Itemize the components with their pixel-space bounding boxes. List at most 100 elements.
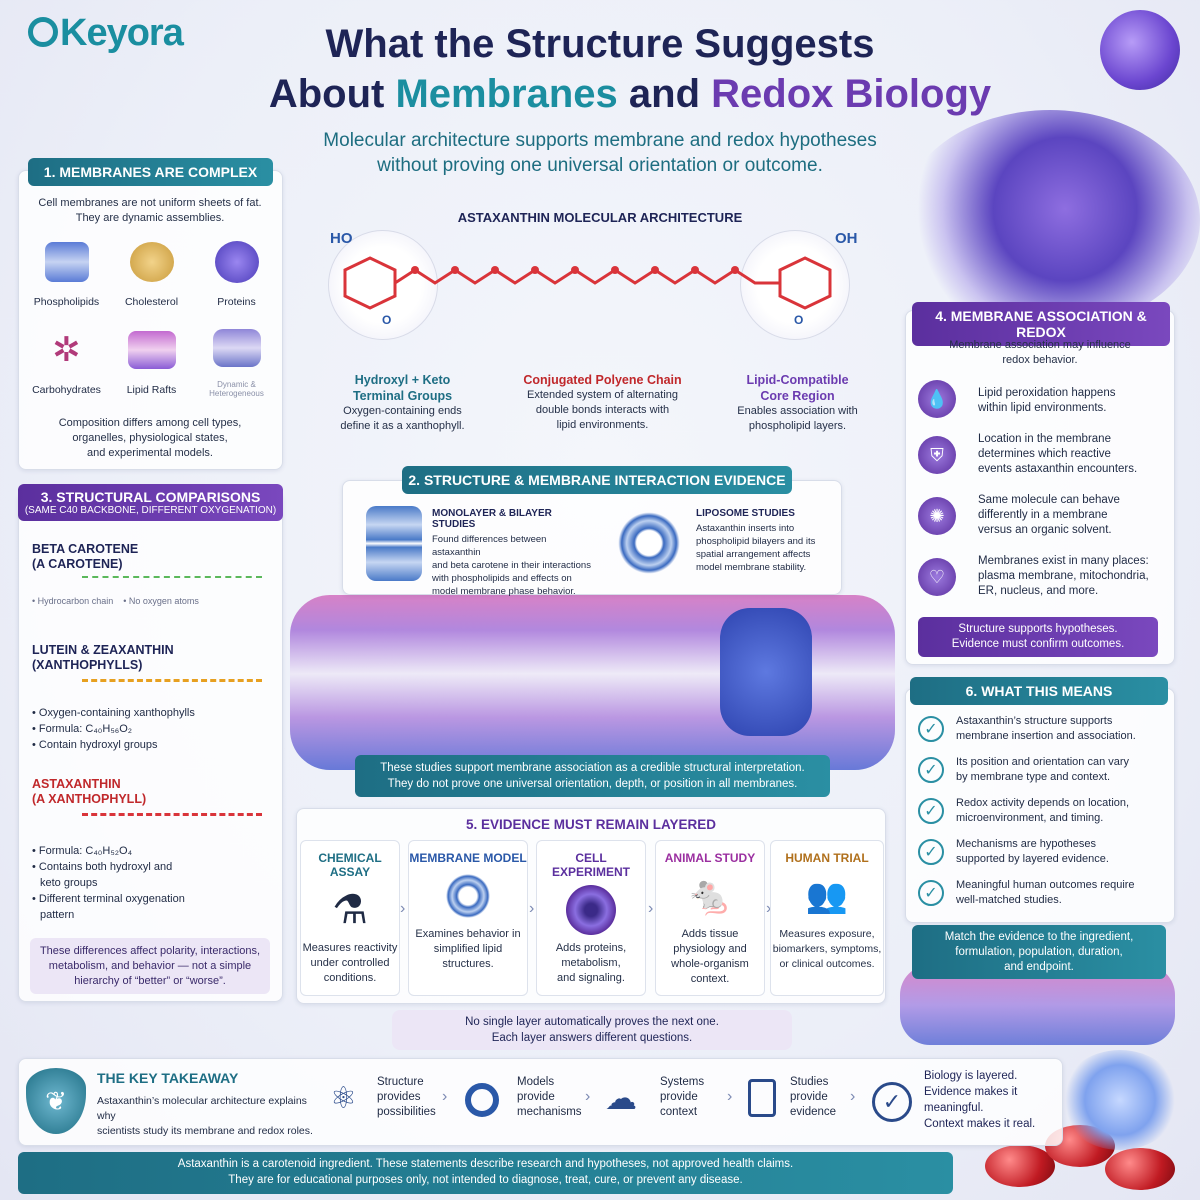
check-icon: ✓ bbox=[918, 757, 944, 783]
arrow-icon: › bbox=[529, 900, 535, 917]
takeaway-title: THE KEY TAKEAWAY bbox=[97, 1070, 239, 1086]
carbohydrates-icon: ✲ bbox=[52, 331, 81, 369]
lipid-rafts-tile: Lipid Rafts bbox=[109, 320, 194, 396]
check-icon: ✓ bbox=[918, 880, 944, 906]
arrow-icon: › bbox=[400, 900, 406, 917]
polyene-chain-diagram bbox=[343, 256, 832, 310]
section-5-footer: No single layer automatically proves the… bbox=[392, 1010, 792, 1050]
section-interaction-evidence bbox=[342, 480, 842, 595]
polyene-column: Conjugated Polyene Chain Extended system… bbox=[523, 373, 682, 431]
section-4-banner: Structure supports hypotheses.Evidence m… bbox=[918, 617, 1158, 657]
astaxanthin-structure: HO OH O O bbox=[300, 228, 880, 340]
section-1-footer: Composition differs among cell types,org… bbox=[58, 417, 242, 459]
arrow-icon: › bbox=[585, 1088, 591, 1105]
check-icon: ✓ bbox=[918, 798, 944, 824]
protein-cluster-illustration bbox=[900, 110, 1200, 330]
architecture-columns: Hydroxyl + Keto Terminal Groups Oxygen-c… bbox=[320, 372, 880, 442]
mouse-icon: 🐁 bbox=[686, 875, 734, 917]
cell-icon bbox=[566, 885, 616, 935]
keyora-logo[interactable]: Keyora bbox=[28, 12, 184, 55]
section-what-this-means bbox=[905, 688, 1175, 923]
lipid-core-column: Lipid-Compatible Core Region Enables ass… bbox=[737, 373, 858, 432]
dynamic-membrane-icon bbox=[212, 329, 261, 367]
liposome-studies: LIPOSOME STUDIES Astaxanthin inserts int… bbox=[696, 508, 816, 573]
cholesterol-tile: Cholesterol bbox=[109, 232, 194, 308]
shield-check-illustration bbox=[1060, 1050, 1180, 1150]
o-right-label: O bbox=[794, 313, 804, 327]
proteins-icon bbox=[214, 241, 259, 283]
heart-icon: ♡ bbox=[918, 558, 956, 596]
stage-cell-experiment: CELL EXPERIMENT Adds proteins,metabolism… bbox=[536, 840, 646, 996]
section-2-header: 2. STRUCTURE & MEMBRANE INTERACTION EVID… bbox=[402, 466, 792, 494]
molecule-icon: ⚛ bbox=[330, 1082, 357, 1115]
section-membrane-redox bbox=[905, 310, 1175, 665]
section-membranes-complex bbox=[18, 170, 283, 470]
phospholipids-tile: Phospholipids bbox=[24, 232, 109, 308]
arrow-icon: › bbox=[648, 900, 654, 917]
disclaimer-banner: Astaxanthin is a carotenoid ingredient. … bbox=[18, 1152, 953, 1194]
section-5-header: 5. EVIDENCE MUST REMAIN LAYERED bbox=[465, 817, 717, 832]
key-takeaway bbox=[18, 1058, 1063, 1146]
shield-leaf-icon: ❦ bbox=[26, 1068, 86, 1134]
arrow-icon: › bbox=[850, 1088, 856, 1105]
ho-label: HO bbox=[330, 230, 353, 247]
section-6-banner: Match the evidence to the ingredient,for… bbox=[912, 925, 1166, 979]
section-1-header: 1. MEMBRANES ARE COMPLEX bbox=[28, 158, 273, 186]
hydroxyl-keto-column: Hydroxyl + Keto Terminal Groups Oxygen-c… bbox=[340, 373, 465, 432]
arrow-icon: › bbox=[727, 1088, 733, 1105]
liposome-ring-icon bbox=[465, 1083, 499, 1117]
left-ring bbox=[343, 256, 397, 310]
arrow-icon: › bbox=[442, 1088, 448, 1105]
droplet-icon: 💧 bbox=[918, 380, 956, 418]
section-6-header: 6. WHAT THIS MEANS bbox=[910, 677, 1168, 705]
check-icon: ✓ bbox=[918, 839, 944, 865]
liposome-icon bbox=[443, 871, 493, 921]
page-title: What the Structure Suggests bbox=[325, 22, 875, 66]
lipid-rafts-icon bbox=[127, 331, 176, 369]
molecule-sphere-illustration bbox=[1100, 10, 1180, 90]
clipboard-icon bbox=[748, 1079, 776, 1117]
molecule-icon: ✺ bbox=[918, 497, 956, 535]
lutein-zeaxanthin-block: LUTEIN & ZEAXANTHIN (XANTHOPHYLLS) • Oxy… bbox=[32, 643, 277, 753]
page-title-line2: About Membranes and Redox Biology bbox=[268, 72, 992, 116]
beta-carotene-block: BETA CAROTENE (A CAROTENE) • Hydrocarbon… bbox=[32, 542, 277, 606]
brain-icon: ☁ bbox=[605, 1080, 637, 1116]
proteins-tile: Proteins bbox=[194, 232, 279, 308]
arrow-icon: › bbox=[766, 900, 772, 917]
takeaway-text: Astaxanthin’s molecular architecture exp… bbox=[97, 1095, 313, 1137]
astaxanthin-chain-icon bbox=[82, 813, 262, 839]
flask-icon: ⚗ bbox=[332, 888, 368, 932]
membrane-protein-illustration bbox=[720, 608, 812, 736]
phospholipids-icon bbox=[44, 242, 89, 282]
section-1-intro: Cell membranes are not uniform sheets of… bbox=[38, 197, 262, 224]
right-ring-bubble bbox=[740, 230, 850, 340]
cholesterol-icon bbox=[129, 242, 174, 282]
section-3-footer: These differences affect polarity, inter… bbox=[30, 938, 270, 994]
liposome-icon bbox=[614, 508, 684, 578]
people-icon: 👥 bbox=[805, 877, 849, 915]
shield-icon: ⛨ bbox=[918, 436, 956, 474]
section-2-banner: These studies support membrane associati… bbox=[355, 755, 830, 797]
right-ring bbox=[778, 256, 832, 310]
dynamic-heterogeneous-tile: Dynamic & Heterogeneous bbox=[194, 320, 279, 398]
monolayer-icon bbox=[366, 506, 422, 581]
lutein-chain-icon bbox=[82, 679, 262, 701]
page-subtitle: Molecular architecture supports membrane… bbox=[323, 130, 877, 176]
check-icon: ✓ bbox=[918, 716, 944, 742]
oh-label: OH bbox=[835, 230, 858, 247]
check-circle-icon: ✓ bbox=[872, 1082, 912, 1122]
architecture-heading: ASTAXANTHIN MOLECULAR ARCHITECTURE bbox=[457, 210, 743, 225]
astaxanthin-block: ASTAXANTHIN (A XANTHOPHYLL) • Formula: C… bbox=[32, 777, 277, 923]
membrane-components-grid: Phospholipids Cholesterol Proteins ✲ Car… bbox=[24, 232, 279, 412]
o-left-label: O bbox=[382, 313, 392, 327]
